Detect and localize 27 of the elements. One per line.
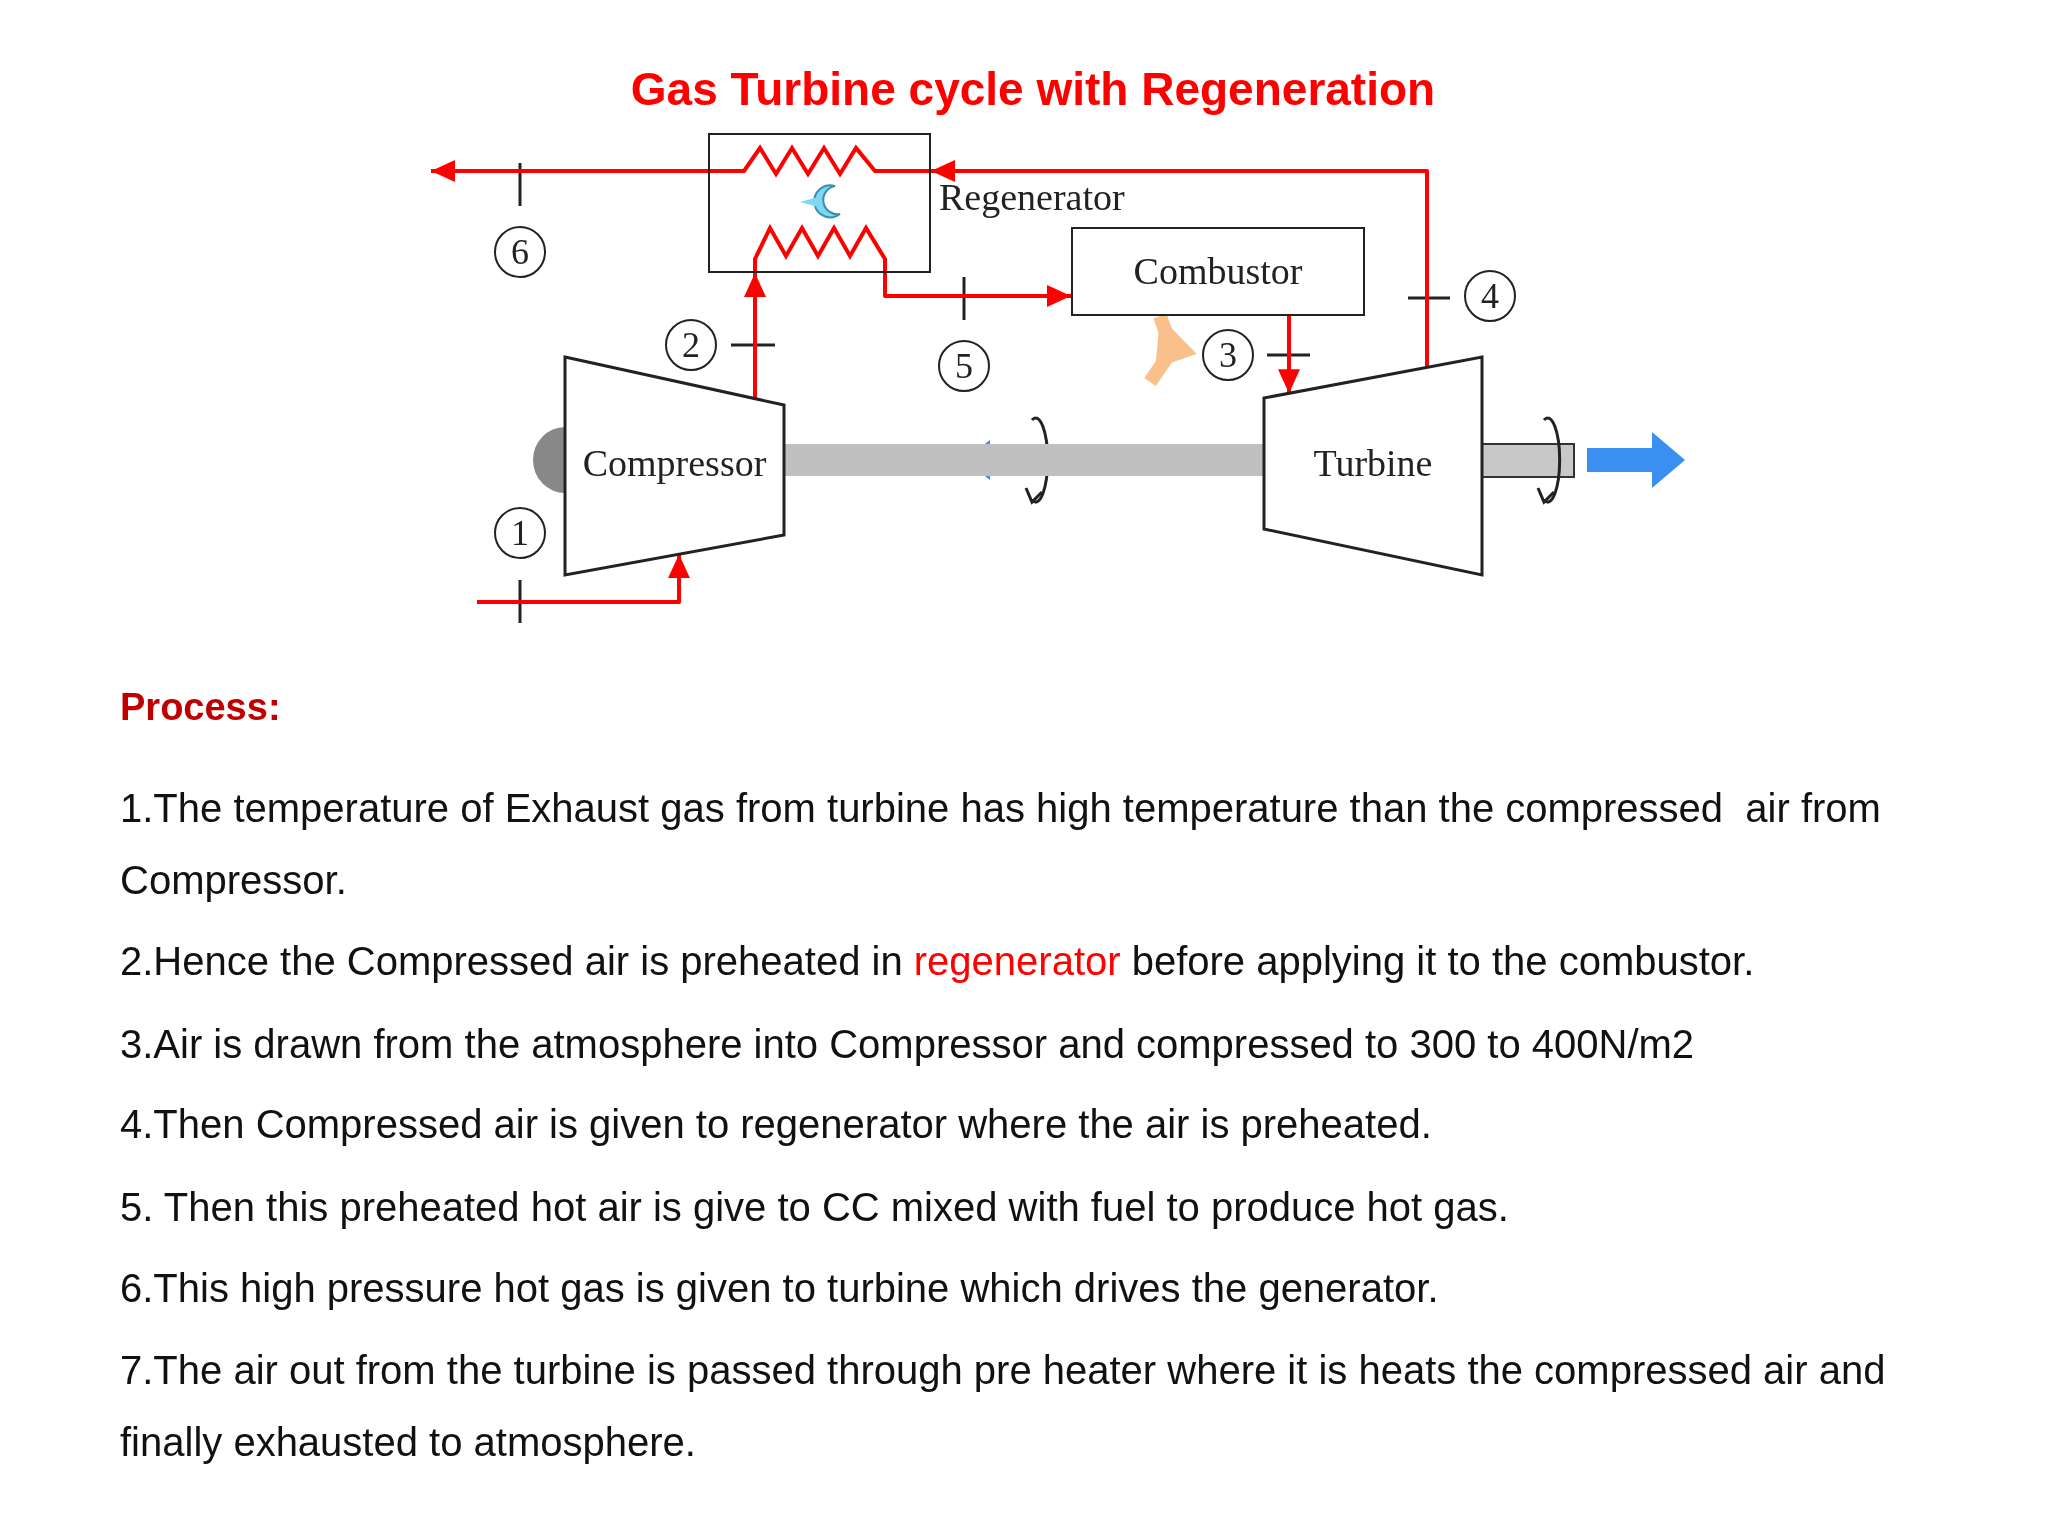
section-heading: Process: [120,686,281,729]
node-label: Compressor [581,441,768,485]
process-step: 6.This high pressure hot gas is given to turbine which drives the generator. [120,1252,1920,1324]
flow-arrow [744,273,766,399]
title: Gas Turbine cycle with Regeneration [629,62,1437,116]
node-label: Turbine [1312,441,1434,485]
process-step: 4.Then Compressed air is given to regenerator where the air is preheated. [120,1088,1920,1160]
process-step: 3.Air is drawn from the atmosphere into Compressor and compressed to 300 to 400N/m2 [120,1008,1920,1080]
process-step: 1.The temperature of Exhaust gas from turbine has high temperature than the compressed air from Compressor. [120,772,1920,916]
flow-arrow [477,554,690,604]
callout-number: 6 [494,226,546,278]
flow-arrow [431,160,708,182]
callout-number: 4 [1464,270,1516,322]
callout-number: 5 [938,340,990,392]
flow-arrow [1278,316,1300,394]
node-label: Regenerator [939,175,1125,219]
callout-number: 2 [665,319,717,371]
shaft [784,444,1264,476]
node-label: Combustor [1132,249,1304,293]
combustor-box [1071,227,1365,316]
process-step: 7.The air out from the turbine is passed through pre heater where it is heats the compressed air and finally exhausted to atmosphere. [120,1334,1920,1478]
flow-arrow [931,160,1429,368]
callout-number: 1 [494,507,546,559]
callout-number: 3 [1202,329,1254,381]
flow-arrow [883,273,1071,307]
process-step: 2.Hence the Compressed air is preheated in regenerator before applying it to the combustor. [120,925,1920,997]
process-step: 5. Then this preheated hot air is give to CC mixed with fuel to produce hot gas. [120,1171,1920,1243]
